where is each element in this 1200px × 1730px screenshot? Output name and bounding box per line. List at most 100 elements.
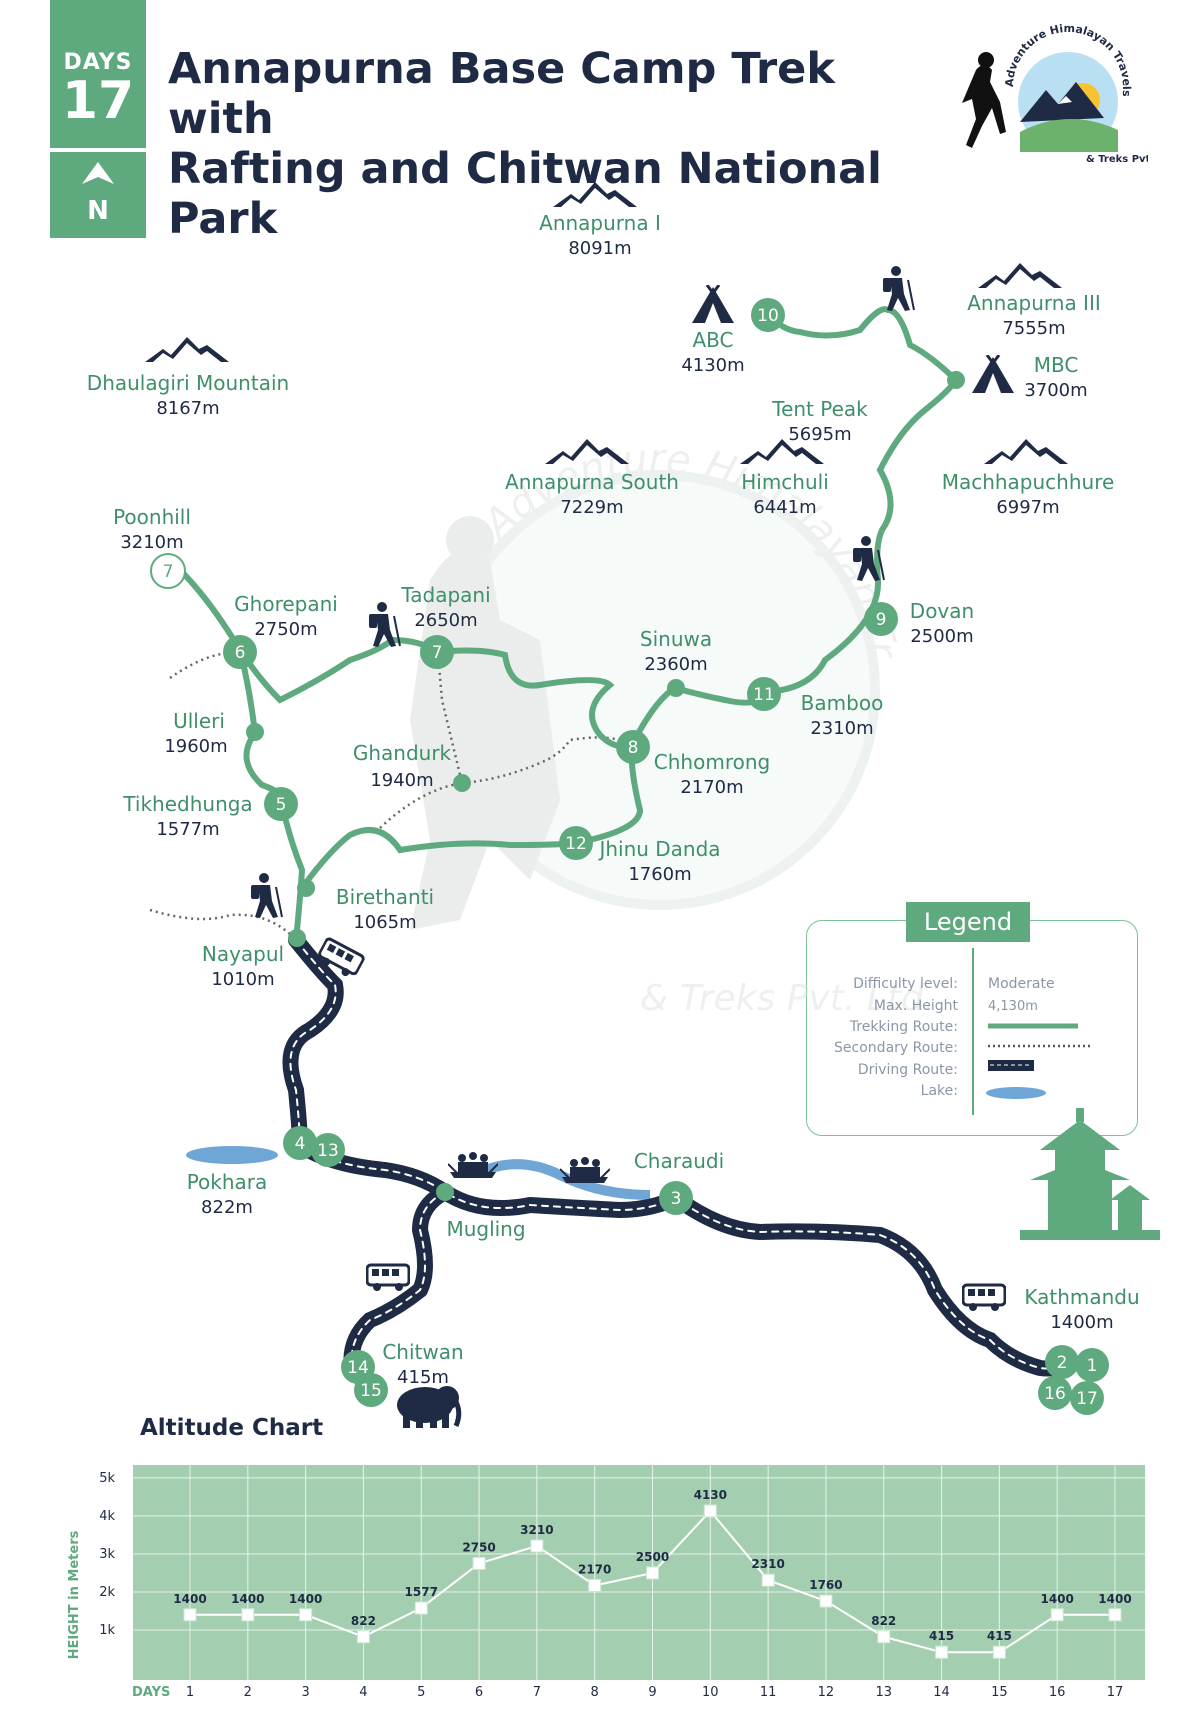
chart-data-label: 1577 xyxy=(405,1585,438,1599)
chart-x-tick: 10 xyxy=(702,1685,719,1700)
legend-value: 4,130m xyxy=(988,999,1038,1014)
place-labels: ABC 4130m MBC 3700m Poonhill 3210m Ghore… xyxy=(113,328,1140,1388)
chart-data-label: 1760 xyxy=(809,1578,842,1592)
chart-point xyxy=(877,1630,891,1644)
chart-y-tick: 3k xyxy=(99,1547,115,1562)
trishuli-river xyxy=(478,1159,651,1200)
legend-label: Lake: xyxy=(921,1083,958,1099)
mountain-icon-machhapuchhure xyxy=(984,439,1068,464)
chart-point xyxy=(1050,1608,1064,1622)
legend-label: Difficulty level: xyxy=(853,976,958,992)
chart-point xyxy=(646,1566,659,1580)
chart-data-label: 415 xyxy=(929,1629,954,1643)
mountain-icon-annapurna-3 xyxy=(978,263,1062,288)
svg-text:10: 10 xyxy=(757,306,779,326)
legend: Difficulty level: Max. Height Trekking R… xyxy=(834,948,1090,1115)
place-name: Kathmandu xyxy=(1024,1285,1139,1309)
chart-data-label: 1400 xyxy=(1098,1592,1131,1606)
chart-point xyxy=(992,1645,1006,1659)
chart-point xyxy=(530,1539,544,1553)
day-badge: 17 xyxy=(1070,1381,1104,1415)
title-line-2: Rafting and Chitwan National Park xyxy=(168,144,882,244)
place-alt: 4130m xyxy=(681,355,744,376)
legend-label: Max. Height xyxy=(874,998,959,1014)
chart-point xyxy=(241,1608,255,1622)
svg-text:1: 1 xyxy=(1087,1356,1098,1376)
peak-name: Annapurna South xyxy=(505,470,679,494)
place-alt: 415m xyxy=(397,1367,449,1388)
chart-point xyxy=(356,1630,370,1644)
chart-x-tick: 4 xyxy=(359,1685,367,1700)
tent-icon-mbc xyxy=(970,355,1016,395)
peak-alt: 8167m xyxy=(156,398,219,419)
chart-point xyxy=(299,1608,313,1622)
place-name: Dovan xyxy=(910,599,974,623)
place-name: Ghandurk xyxy=(353,741,452,765)
chart-data-label: 1400 xyxy=(173,1592,206,1606)
place-alt: 3700m xyxy=(1024,380,1087,401)
place-alt: 1010m xyxy=(211,969,274,990)
chart-point xyxy=(414,1601,428,1615)
chart-point xyxy=(819,1594,833,1608)
place-name: Ghorepani xyxy=(234,592,338,616)
place-alt: 2650m xyxy=(414,610,477,631)
svg-text:7: 7 xyxy=(432,643,443,663)
svg-text:14: 14 xyxy=(347,1358,369,1378)
chart-data-label: 822 xyxy=(351,1614,376,1628)
day-badge: 3 xyxy=(659,1181,693,1215)
place-name: Chhomrong xyxy=(654,750,770,774)
day-badge: 1 xyxy=(1075,1348,1109,1382)
chart-x-tick: 15 xyxy=(991,1685,1008,1700)
legend-label: Trekking Route: xyxy=(849,1019,958,1035)
place-alt: 1400m xyxy=(1050,1312,1113,1333)
chart-point xyxy=(472,1556,486,1570)
chart-y-tick: 2k xyxy=(99,1585,115,1600)
place-alt: 822m xyxy=(201,1197,253,1218)
svg-text:17: 17 xyxy=(1076,1389,1098,1409)
svg-text:2: 2 xyxy=(1057,1353,1068,1373)
place-name: Mugling xyxy=(446,1217,525,1241)
svg-text:8: 8 xyxy=(628,738,639,758)
place-name: Birethanti xyxy=(336,885,434,909)
svg-text:15: 15 xyxy=(360,1381,382,1401)
watermark-subtext: & Treks Pvt. Ltd. xyxy=(640,978,935,1019)
svg-text:9: 9 xyxy=(876,610,887,630)
svg-text:16: 16 xyxy=(1044,1384,1066,1404)
chart-x-tick: 8 xyxy=(591,1685,599,1700)
legend-label: Driving Route: xyxy=(858,1062,958,1078)
chart-data-label: 2310 xyxy=(751,1557,784,1571)
mountain-icon-dhaulagiri xyxy=(145,337,229,362)
svg-text:3: 3 xyxy=(671,1189,682,1209)
north-arrow-icon xyxy=(82,162,114,184)
chart-data-label: 1400 xyxy=(231,1592,264,1606)
day-badge: 16 xyxy=(1038,1376,1072,1410)
chart-x-tick: 1 xyxy=(186,1685,194,1700)
elephant-icon xyxy=(397,1386,462,1428)
day-badge: 13 xyxy=(311,1133,345,1167)
place-alt: 1065m xyxy=(353,912,416,933)
day-badge: 11 xyxy=(747,677,781,711)
days-count: 17 xyxy=(61,71,135,131)
chart-y-tick: 5k xyxy=(99,1471,115,1486)
chart-x-tick: 12 xyxy=(818,1685,835,1700)
peak-name: Dhaulagiri Mountain xyxy=(87,371,289,395)
logo-subtext: & Treks Pvt. Ltd. xyxy=(1086,154,1148,165)
peak-alt: 6441m xyxy=(753,497,816,518)
peak-alt: 5695m xyxy=(788,424,851,445)
north-label: N xyxy=(87,196,109,226)
chart-data-label: 822 xyxy=(871,1614,896,1628)
chart-x-tick: 16 xyxy=(1049,1685,1066,1700)
chart-data-label: 3210 xyxy=(520,1523,553,1537)
chart-x-tick: 7 xyxy=(533,1685,541,1700)
day-badge: 8 xyxy=(616,730,650,764)
day-badge: 7 xyxy=(163,562,174,582)
place-alt: 1940m xyxy=(370,770,433,791)
chart-point xyxy=(935,1645,949,1659)
day-badge: 2 xyxy=(1045,1345,1079,1379)
svg-text:12: 12 xyxy=(565,834,587,854)
peak-name: Tent Peak xyxy=(771,397,868,421)
chart-x-tick: 3 xyxy=(301,1685,309,1700)
chart-x-tick: 6 xyxy=(475,1685,483,1700)
chart-x-tick: 14 xyxy=(933,1685,950,1700)
hiker-icon-mbc xyxy=(882,266,915,312)
